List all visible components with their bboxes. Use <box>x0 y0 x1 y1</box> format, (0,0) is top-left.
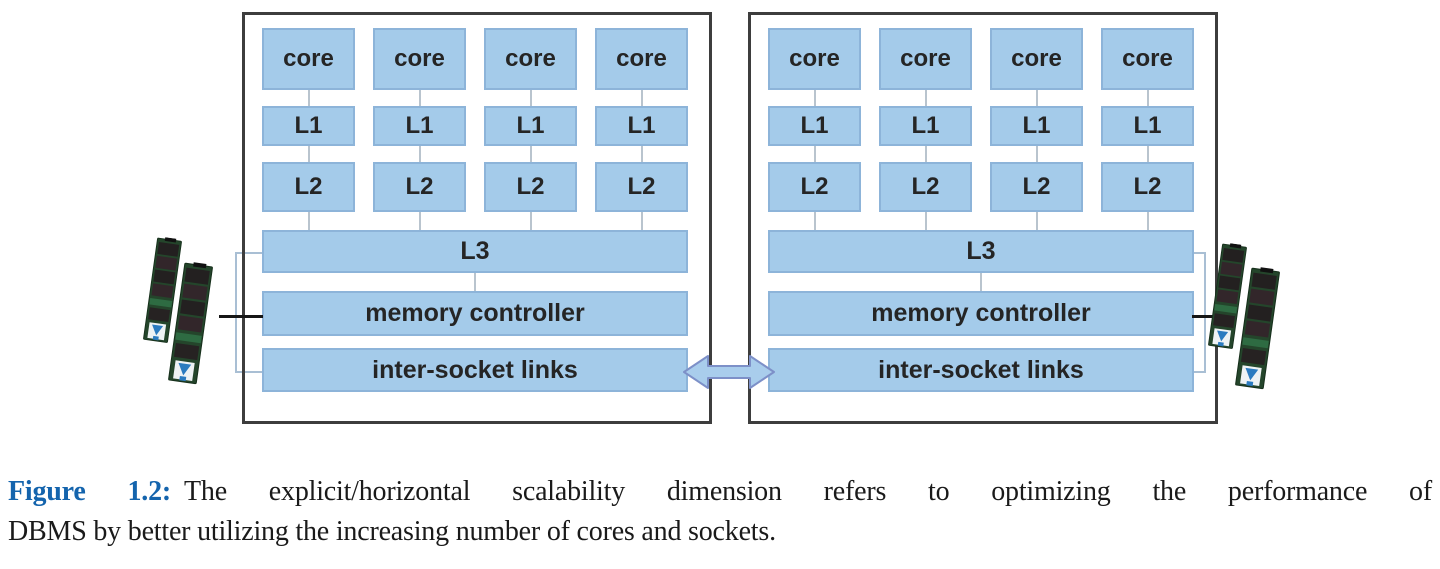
l3-cache-box: L3 <box>262 230 688 273</box>
core-box: core <box>595 28 688 90</box>
connector-line <box>641 212 643 230</box>
core-box: core <box>1101 28 1194 90</box>
memory-controller-box: memory controller <box>262 291 688 336</box>
l1-cache-box: L1 <box>373 106 466 146</box>
connector-line <box>1036 212 1038 230</box>
connector-line <box>419 146 421 162</box>
l2-cache-box: L2 <box>1101 162 1194 212</box>
connector-line <box>530 146 532 162</box>
l1-cache-box: L1 <box>768 106 861 146</box>
connector-line <box>1147 212 1149 230</box>
connector-line <box>474 273 476 291</box>
inter-socket-arrow-icon <box>683 355 775 389</box>
connector-line <box>925 146 927 162</box>
memory-controller-box: memory controller <box>768 291 1194 336</box>
inter-socket-links-box: inter-socket links <box>262 348 688 392</box>
caption-text-part1: The explicit/horizontal scalability dime… <box>184 476 1432 507</box>
interconnect-bracket-left <box>235 252 262 373</box>
interconnect-bracket-right <box>1194 252 1206 373</box>
figure-caption: Figure 1.2: The explicit/horizontal scala… <box>8 472 1432 552</box>
connector-line <box>814 90 816 106</box>
connector-line <box>419 90 421 106</box>
core-box: core <box>484 28 577 90</box>
connector-line <box>308 90 310 106</box>
socket-left: core core core core L1 L1 L1 L1 L2 L2 L2… <box>242 12 712 424</box>
l1-cache-box: L1 <box>990 106 1083 146</box>
connector-line <box>980 273 982 291</box>
connector-line <box>530 90 532 106</box>
inter-socket-links-box: inter-socket links <box>768 348 1194 392</box>
l1-cache-box: L1 <box>484 106 577 146</box>
l1-cache-box: L1 <box>595 106 688 146</box>
connector-line <box>814 212 816 230</box>
connector-line <box>530 212 532 230</box>
core-box: core <box>768 28 861 90</box>
connector-line <box>641 146 643 162</box>
connector-line <box>1147 146 1149 162</box>
core-box: core <box>990 28 1083 90</box>
core-box: core <box>373 28 466 90</box>
connector-line <box>925 90 927 106</box>
figure-number-label: Figure 1.2: <box>8 476 171 507</box>
core-box: core <box>879 28 972 90</box>
l3-cache-box: L3 <box>768 230 1194 273</box>
connector-line <box>1036 146 1038 162</box>
l1-cache-box: L1 <box>262 106 355 146</box>
connector-line <box>814 146 816 162</box>
connector-line <box>308 212 310 230</box>
l2-cache-box: L2 <box>768 162 861 212</box>
connector-line <box>419 212 421 230</box>
connector-line <box>641 90 643 106</box>
socket-right: core core core core L1 L1 L1 L1 L2 L2 L2… <box>748 12 1218 424</box>
connector-line <box>1036 90 1038 106</box>
l1-cache-box: L1 <box>1101 106 1194 146</box>
l2-cache-box: L2 <box>879 162 972 212</box>
l2-cache-box: L2 <box>595 162 688 212</box>
caption-line-1: Figure 1.2: The explicit/horizontal scala… <box>8 472 1432 512</box>
caption-line-2: DBMS by better utilizing the increasing … <box>8 516 776 547</box>
l1-cache-box: L1 <box>879 106 972 146</box>
connector-line <box>925 212 927 230</box>
l2-cache-box: L2 <box>373 162 466 212</box>
core-box: core <box>262 28 355 90</box>
memory-link-line <box>219 315 263 318</box>
l2-cache-box: L2 <box>262 162 355 212</box>
connector-line <box>1147 90 1149 106</box>
l2-cache-box: L2 <box>484 162 577 212</box>
l2-cache-box: L2 <box>990 162 1083 212</box>
connector-line <box>308 146 310 162</box>
